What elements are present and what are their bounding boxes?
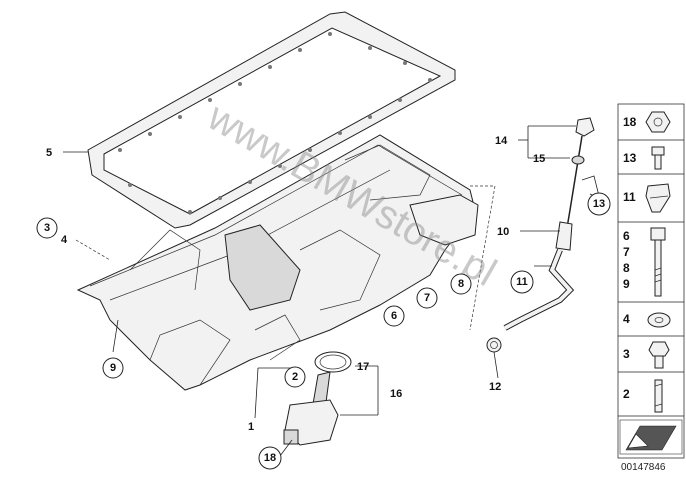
callout-1: 1 — [248, 421, 254, 433]
washer-icon — [647, 312, 671, 328]
callout-18-circle — [258, 446, 282, 470]
legend-label-6: 6 — [623, 229, 630, 243]
callout-2: 2 — [292, 371, 298, 383]
callout-13-circle — [587, 192, 611, 216]
legend-label-13: 13 — [623, 151, 637, 165]
document-number: 00147846 — [621, 462, 666, 473]
callout-11-circle — [510, 270, 534, 294]
legend-label-3: 3 — [623, 347, 630, 361]
oil-pan — [76, 134, 479, 391]
callout-3-circle — [36, 217, 58, 239]
callout-10: 10 — [497, 226, 509, 238]
legend-label-7: 7 — [623, 245, 630, 259]
oil-level-sensor — [283, 351, 352, 446]
callout-13: 13 — [593, 198, 605, 210]
nut-icon — [645, 111, 671, 133]
callout-2-circle — [284, 366, 306, 388]
arrow-icon — [619, 419, 683, 455]
fastener-legend: 18 13 11 6 7 8 9 4 — [617, 103, 685, 459]
callout-9-circle — [102, 357, 124, 379]
legend-label-18: 18 — [623, 115, 637, 129]
callout-8: 8 — [458, 278, 464, 290]
oil-pan-gasket — [87, 11, 456, 229]
callout-6: 6 — [391, 310, 397, 322]
clip-icon — [645, 183, 671, 213]
callout-12: 12 — [489, 381, 501, 393]
bolt-icon — [651, 146, 665, 170]
legend-label-4: 4 — [623, 312, 630, 326]
dipstick-assembly — [486, 117, 601, 353]
legend-label-2: 2 — [623, 387, 630, 401]
callout-15: 15 — [533, 153, 545, 165]
callout-18: 18 — [264, 452, 276, 464]
callout-7: 7 — [424, 292, 430, 304]
callout-16: 16 — [390, 388, 402, 400]
legend-label-11: 11 — [623, 190, 636, 204]
callout-4: 4 — [61, 234, 68, 246]
callouts: 5 3 4 9 2 1 18 17 16 6 7 8 12 14 15 13 1… — [36, 135, 611, 470]
leader-lines — [63, 125, 599, 457]
callout-11: 11 — [516, 276, 528, 288]
legend-label-8: 8 — [623, 261, 630, 275]
callout-8-circle — [450, 273, 472, 295]
flange-bolt-icon — [648, 341, 670, 369]
callout-3: 3 — [44, 222, 50, 234]
legend-label-9: 9 — [623, 277, 630, 291]
callout-14: 14 — [495, 135, 508, 147]
stud-icon — [654, 379, 663, 413]
callout-5: 5 — [46, 147, 52, 159]
callout-17: 17 — [357, 361, 369, 373]
callout-7-circle — [416, 287, 438, 309]
long-bolt-icon — [650, 227, 666, 297]
callout-9: 9 — [110, 362, 116, 374]
callout-6-circle — [383, 305, 405, 327]
